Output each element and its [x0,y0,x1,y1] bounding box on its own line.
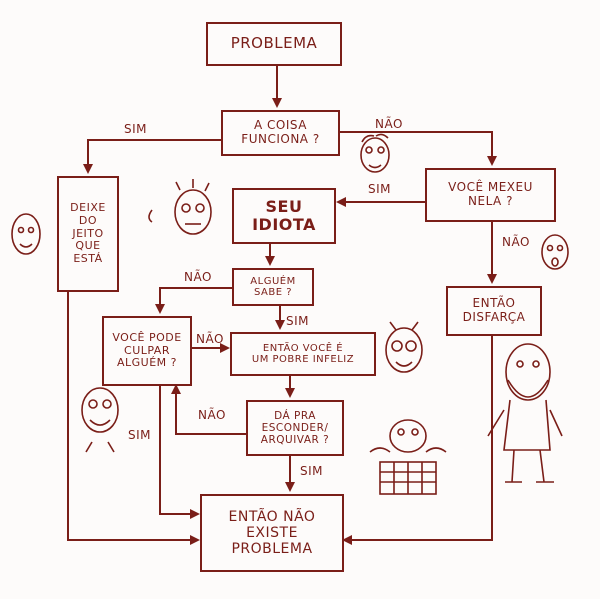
label-mexeu-sim: SIM [368,182,392,196]
node-deixe: DEIXE DO JEITO QUE ESTÁ [57,176,119,292]
node-culpar: VOCÊ PODE CULPAR ALGUÉM ? [102,316,192,386]
label-funciona-nao: NÃO [375,117,403,131]
doodles [11,133,569,495]
face-doodle-left-icon [11,213,41,255]
arrow-culpar-to-nao-existe [159,386,200,519]
arrow-funciona-to-mexeu [340,131,497,166]
character-doodle-bearded-icon [487,343,563,483]
face-doodle-wall-icon [369,419,447,495]
node-funciona: A COISA FUNCIONA ? [221,110,340,156]
face-doodle-right-icon [541,234,569,270]
node-alguem-sabe: ALGUÉM SABE ? [232,268,314,306]
arrow-funciona-to-deixe [83,139,221,174]
node-infeliz: ENTÃO VOCÊ É UM POBRE INFELIZ [230,332,376,376]
arrow-sabe-to-culpar [155,287,232,314]
label-esconder-sim: SIM [300,464,324,478]
node-problema: PROBLEMA [206,22,342,66]
node-mexeu: VOCÊ MEXEU NELA ? [425,168,556,222]
node-disfarca: ENTÃO DISFARÇA [446,286,542,336]
node-nao-existe: ENTÃO NÃO EXISTE PROBLEMA [200,494,344,572]
arrow-disfarca-to-nao-existe [342,336,493,545]
face-doodle-idiota-icon [148,179,212,235]
label-sabe-nao: NÃO [184,270,212,284]
label-funciona-sim: SIM [124,122,148,136]
face-doodle-infeliz-icon [385,321,423,373]
node-idiota: SEU IDIOTA [232,188,336,244]
label-sabe-sim: SIM [286,314,310,328]
label-mexeu-nao: NÃO [502,235,530,249]
label-esconder-nao: NÃO [198,408,226,422]
face-doodle-culpar-icon [81,387,119,453]
label-culpar-nao: NÃO [196,332,224,346]
label-culpar-sim: SIM [128,428,152,442]
arrow-esconder-to-culpar [171,384,246,435]
face-doodle-top-icon [360,133,390,173]
node-esconder: DÁ PRA ESCONDER/ ARQUIVAR ? [246,400,344,456]
arrow-deixe-to-nao-existe [67,292,200,545]
